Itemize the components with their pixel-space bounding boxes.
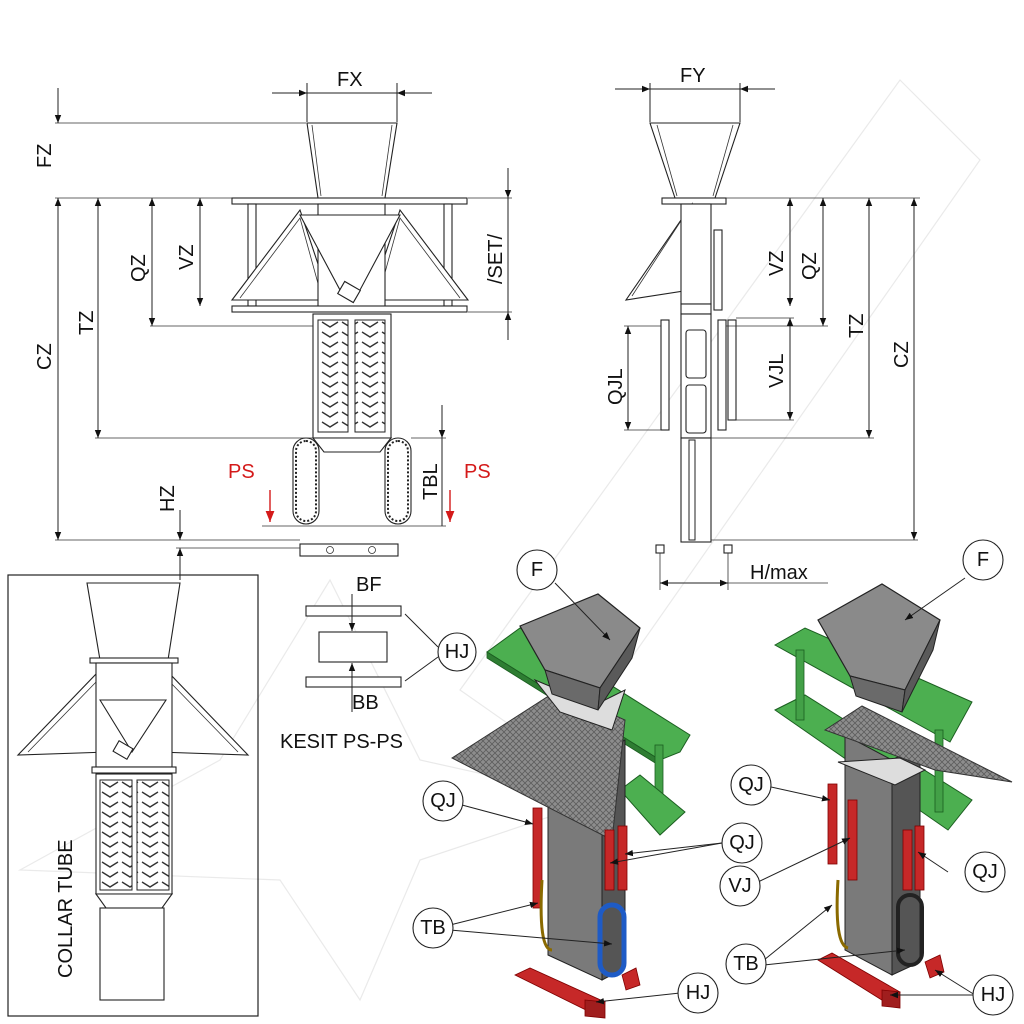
- callout-tb-right: TB: [733, 953, 759, 975]
- section-title: KESIT PS-PS: [280, 731, 403, 753]
- dim-fy-label: FY: [680, 65, 706, 87]
- callout-vj: VJ: [728, 875, 751, 897]
- callout-hj-left: HJ: [686, 982, 710, 1004]
- dim-vjl-label: VJL: [766, 354, 788, 388]
- section-bb-label: BB: [352, 692, 379, 714]
- section-marker-left: PS: [228, 461, 255, 483]
- dim-vz-side-label: VZ: [766, 250, 788, 276]
- callout-qj-3: QJ: [738, 774, 764, 796]
- dim-tbl-label: TBL: [420, 463, 442, 500]
- callout-leaders: [449, 577, 976, 1005]
- iso-view-right: [773, 583, 1013, 1009]
- section-marker-right: PS: [464, 461, 491, 483]
- dim-hz-label: HZ: [157, 485, 179, 512]
- dim-tz-front-label: TZ: [76, 311, 98, 335]
- callout-f-left: F: [531, 559, 543, 581]
- section-ps-ps: [305, 594, 477, 712]
- dim-vz-front-label: VZ: [176, 244, 198, 270]
- callout-qj-4: QJ: [972, 861, 998, 883]
- front-dimensions: [54, 83, 512, 580]
- callout-tb-left: TB: [420, 917, 446, 939]
- inset-label: COLLAR TUBE: [55, 839, 77, 978]
- dim-qz-front-label: QZ: [128, 254, 150, 282]
- section-bf-label: BF: [356, 574, 382, 596]
- side-dimensions: [615, 83, 920, 590]
- dim-qjl-label: QJL: [605, 368, 627, 405]
- callout-qj-1: QJ: [430, 790, 456, 812]
- section-hj-callout: HJ: [445, 641, 469, 663]
- collar-tube-inset: [7, 574, 259, 1017]
- side-view: [624, 122, 741, 554]
- callout-hj-right: HJ: [981, 984, 1005, 1006]
- iso-view-left: [450, 593, 691, 1019]
- callout-f-right: F: [977, 549, 989, 571]
- dim-hmax-label: H/max: [750, 562, 808, 584]
- callout-bubbles: [412, 539, 1014, 1016]
- front-view: [230, 122, 470, 557]
- dim-cz-side-label: CZ: [891, 341, 913, 368]
- dim-qz-side-label: QZ: [799, 252, 821, 280]
- dim-cz-front-label: CZ: [34, 343, 56, 370]
- callout-qj-2: QJ: [729, 832, 755, 854]
- dim-fx-label: FX: [337, 69, 363, 91]
- dim-fz-label: FZ: [34, 144, 56, 168]
- dim-tz-side-label: TZ: [846, 314, 868, 338]
- dim-set-label: /SET/: [485, 234, 507, 284]
